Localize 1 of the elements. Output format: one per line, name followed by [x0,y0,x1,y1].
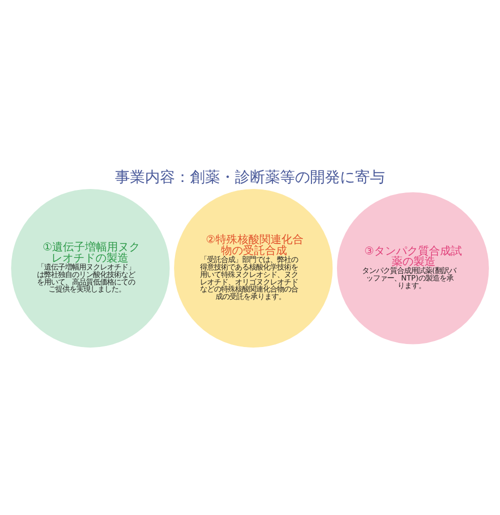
diagram-title: 事業内容：創薬・診断薬等の開発に寄与 [114,169,385,186]
